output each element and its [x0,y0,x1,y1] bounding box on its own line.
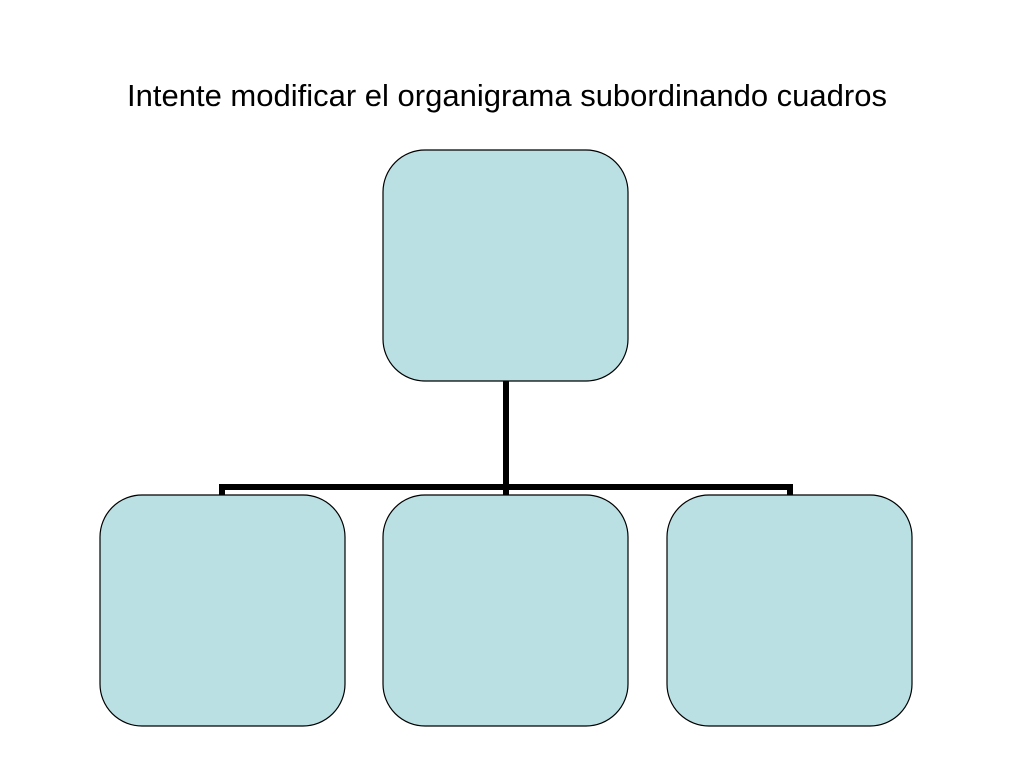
org-box-root[interactable] [382,149,629,382]
org-box-child-3[interactable] [666,494,913,727]
boxes [99,149,913,727]
connectors [219,378,793,499]
org-box-child-1[interactable] [99,494,346,727]
slide-title[interactable]: Intente modificar el organigrama subordi… [127,78,887,113]
org-box-child-2[interactable] [382,494,629,727]
